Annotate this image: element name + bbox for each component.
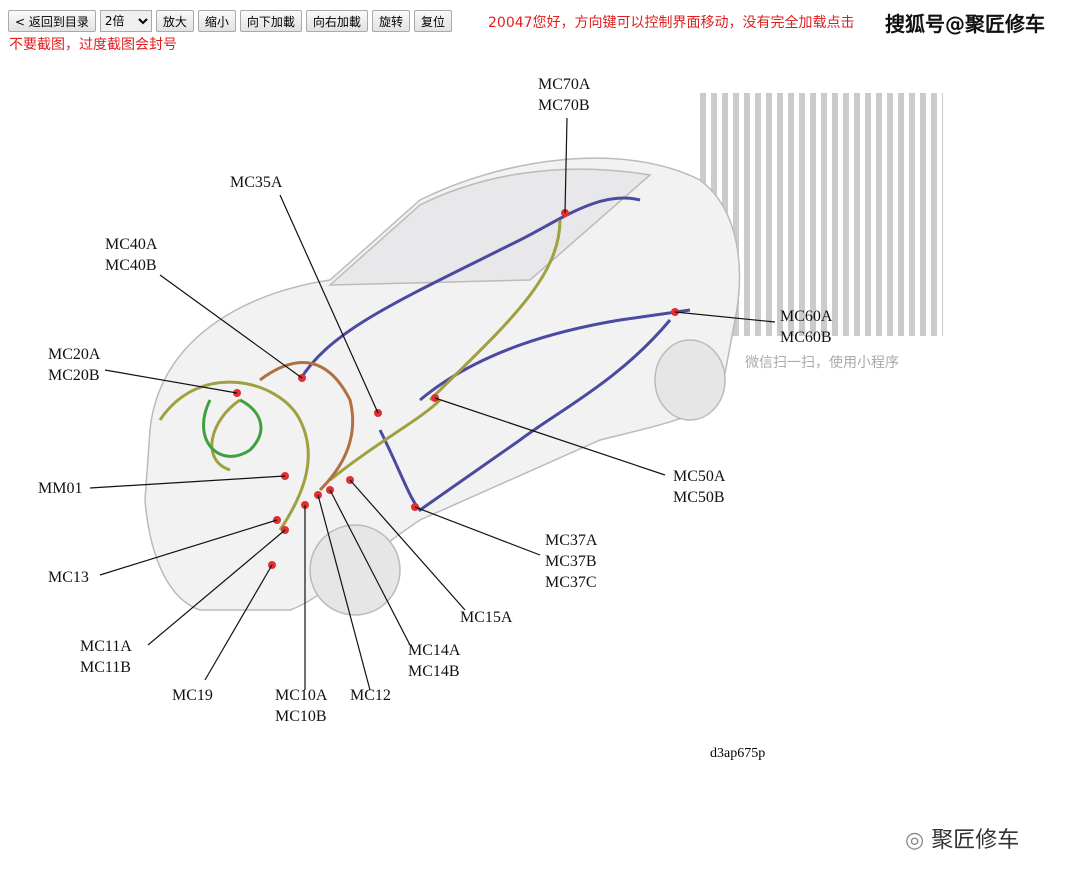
label-mm01: MM01	[38, 480, 83, 497]
label-mc12: MC12	[350, 687, 391, 704]
qr-caption: 微信扫一扫，使用小程序	[745, 355, 899, 371]
wechat-watermark: ◎ 聚匠修车	[905, 828, 1020, 853]
harness	[158, 196, 691, 531]
notice-line-2: 不要截图，过度截图会封号	[9, 37, 177, 53]
notice-line-1: 20047您好，方向键可以控制界面移动，没有完全加载点击	[488, 15, 855, 31]
reset-button[interactable]: 复位	[413, 10, 452, 32]
qr-code	[700, 93, 943, 336]
zoom-in-button[interactable]: 放大	[155, 10, 194, 32]
rotate-button[interactable]: 旋转	[371, 10, 410, 32]
label-mc19: MC19	[172, 687, 213, 704]
zoom-level-select[interactable]: 2倍	[99, 10, 152, 32]
wechat-icon: ◎	[905, 828, 932, 853]
label-mc13: MC13	[48, 569, 89, 586]
load-down-button[interactable]: 向下加載	[239, 10, 302, 32]
label-mc15: MC15A	[460, 609, 513, 626]
leader-lines	[89, 117, 776, 691]
load-right-button[interactable]: 向右加載	[305, 10, 368, 32]
back-to-index-button[interactable]: < 返回到目录	[8, 10, 96, 32]
zoom-out-button[interactable]: 缩小	[197, 10, 236, 32]
toolbar: < 返回到目录 2倍 放大 缩小 向下加載 向右加載 旋转 复位	[8, 10, 452, 32]
brand-watermark: 搜狐号@聚匠修车	[885, 8, 1045, 37]
label-mc35: MC35A	[230, 174, 283, 191]
figure-code: d3ap675p	[710, 746, 766, 761]
